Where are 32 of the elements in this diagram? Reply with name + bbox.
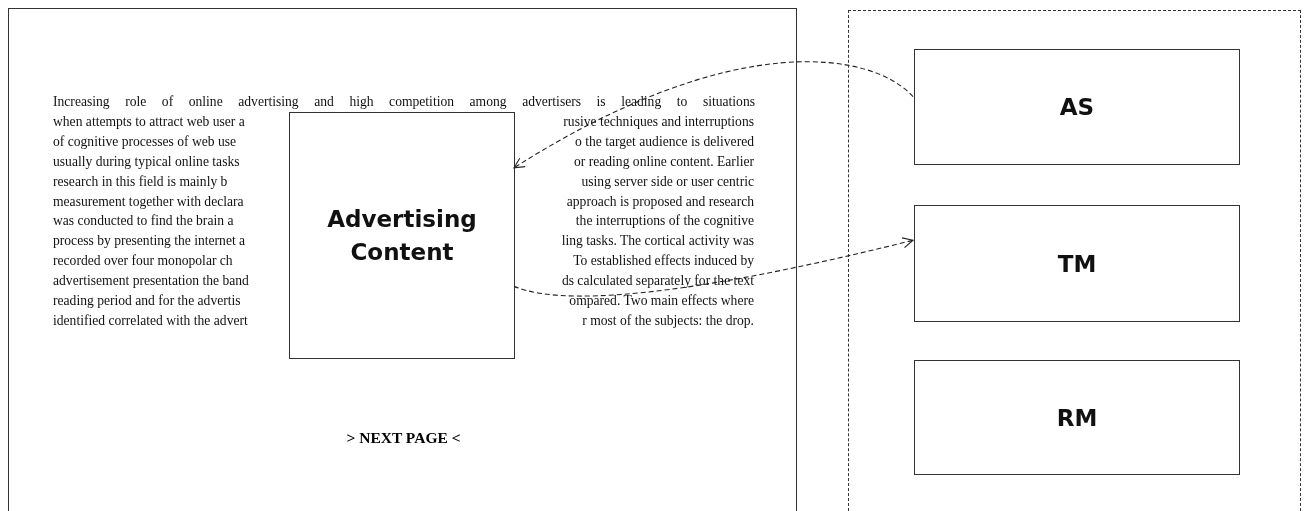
body-text: reading period and for the advertis	[53, 292, 241, 309]
body-text: was conducted to find the brain a	[53, 212, 234, 230]
dashed-panel	[848, 10, 1301, 511]
body-text: o the target audience is delivered	[574, 132, 754, 150]
next-page-link: > NEXT PAGE <	[345, 429, 462, 447]
body-text: identified correlated with the advert	[53, 311, 248, 329]
module-box: AS	[914, 49, 1240, 165]
body-text: of cognitive processes of web use	[53, 132, 237, 150]
body-text: usually during typical online tasks	[53, 152, 240, 170]
body-text: using server side or user centric	[581, 172, 754, 190]
body-text: the interruptions of the cognitive	[575, 212, 754, 230]
body-text: recorded over four monopolar ch	[53, 252, 233, 270]
body-text: ds calculated separately for the text	[561, 272, 754, 290]
body-text: when attempts to attract web user a	[53, 112, 245, 130]
body-text: ompared. Two main effects where	[569, 292, 754, 309]
body-text: research in this field is mainly b	[53, 172, 228, 190]
body-text: Increasing role of online advertising and high competition among advertisers is leading to situations	[53, 93, 755, 110]
ad-box: Advertising Content	[289, 112, 515, 359]
dashed-arrow	[513, 237, 914, 297]
body-text: or reading online content. Earlier	[573, 152, 754, 170]
body-text: approach is proposed and research	[566, 192, 754, 210]
page-frame	[8, 8, 797, 511]
module-box: TM	[914, 205, 1240, 322]
body-text: advertisement presentation the band	[53, 272, 249, 290]
body-text: To established effects induced by	[573, 252, 754, 270]
dashed-arrow	[513, 61, 914, 169]
body-text: rusive techniques and interruptions	[563, 112, 754, 130]
body-text: ling tasks. The cortical activity was	[561, 232, 754, 250]
body-text: process by presenting the internet a	[53, 232, 246, 250]
body-text: measurement together with declara	[53, 192, 244, 210]
module-box: RM	[914, 360, 1240, 475]
body-text: r most of the subjects: the drop.	[582, 311, 754, 329]
